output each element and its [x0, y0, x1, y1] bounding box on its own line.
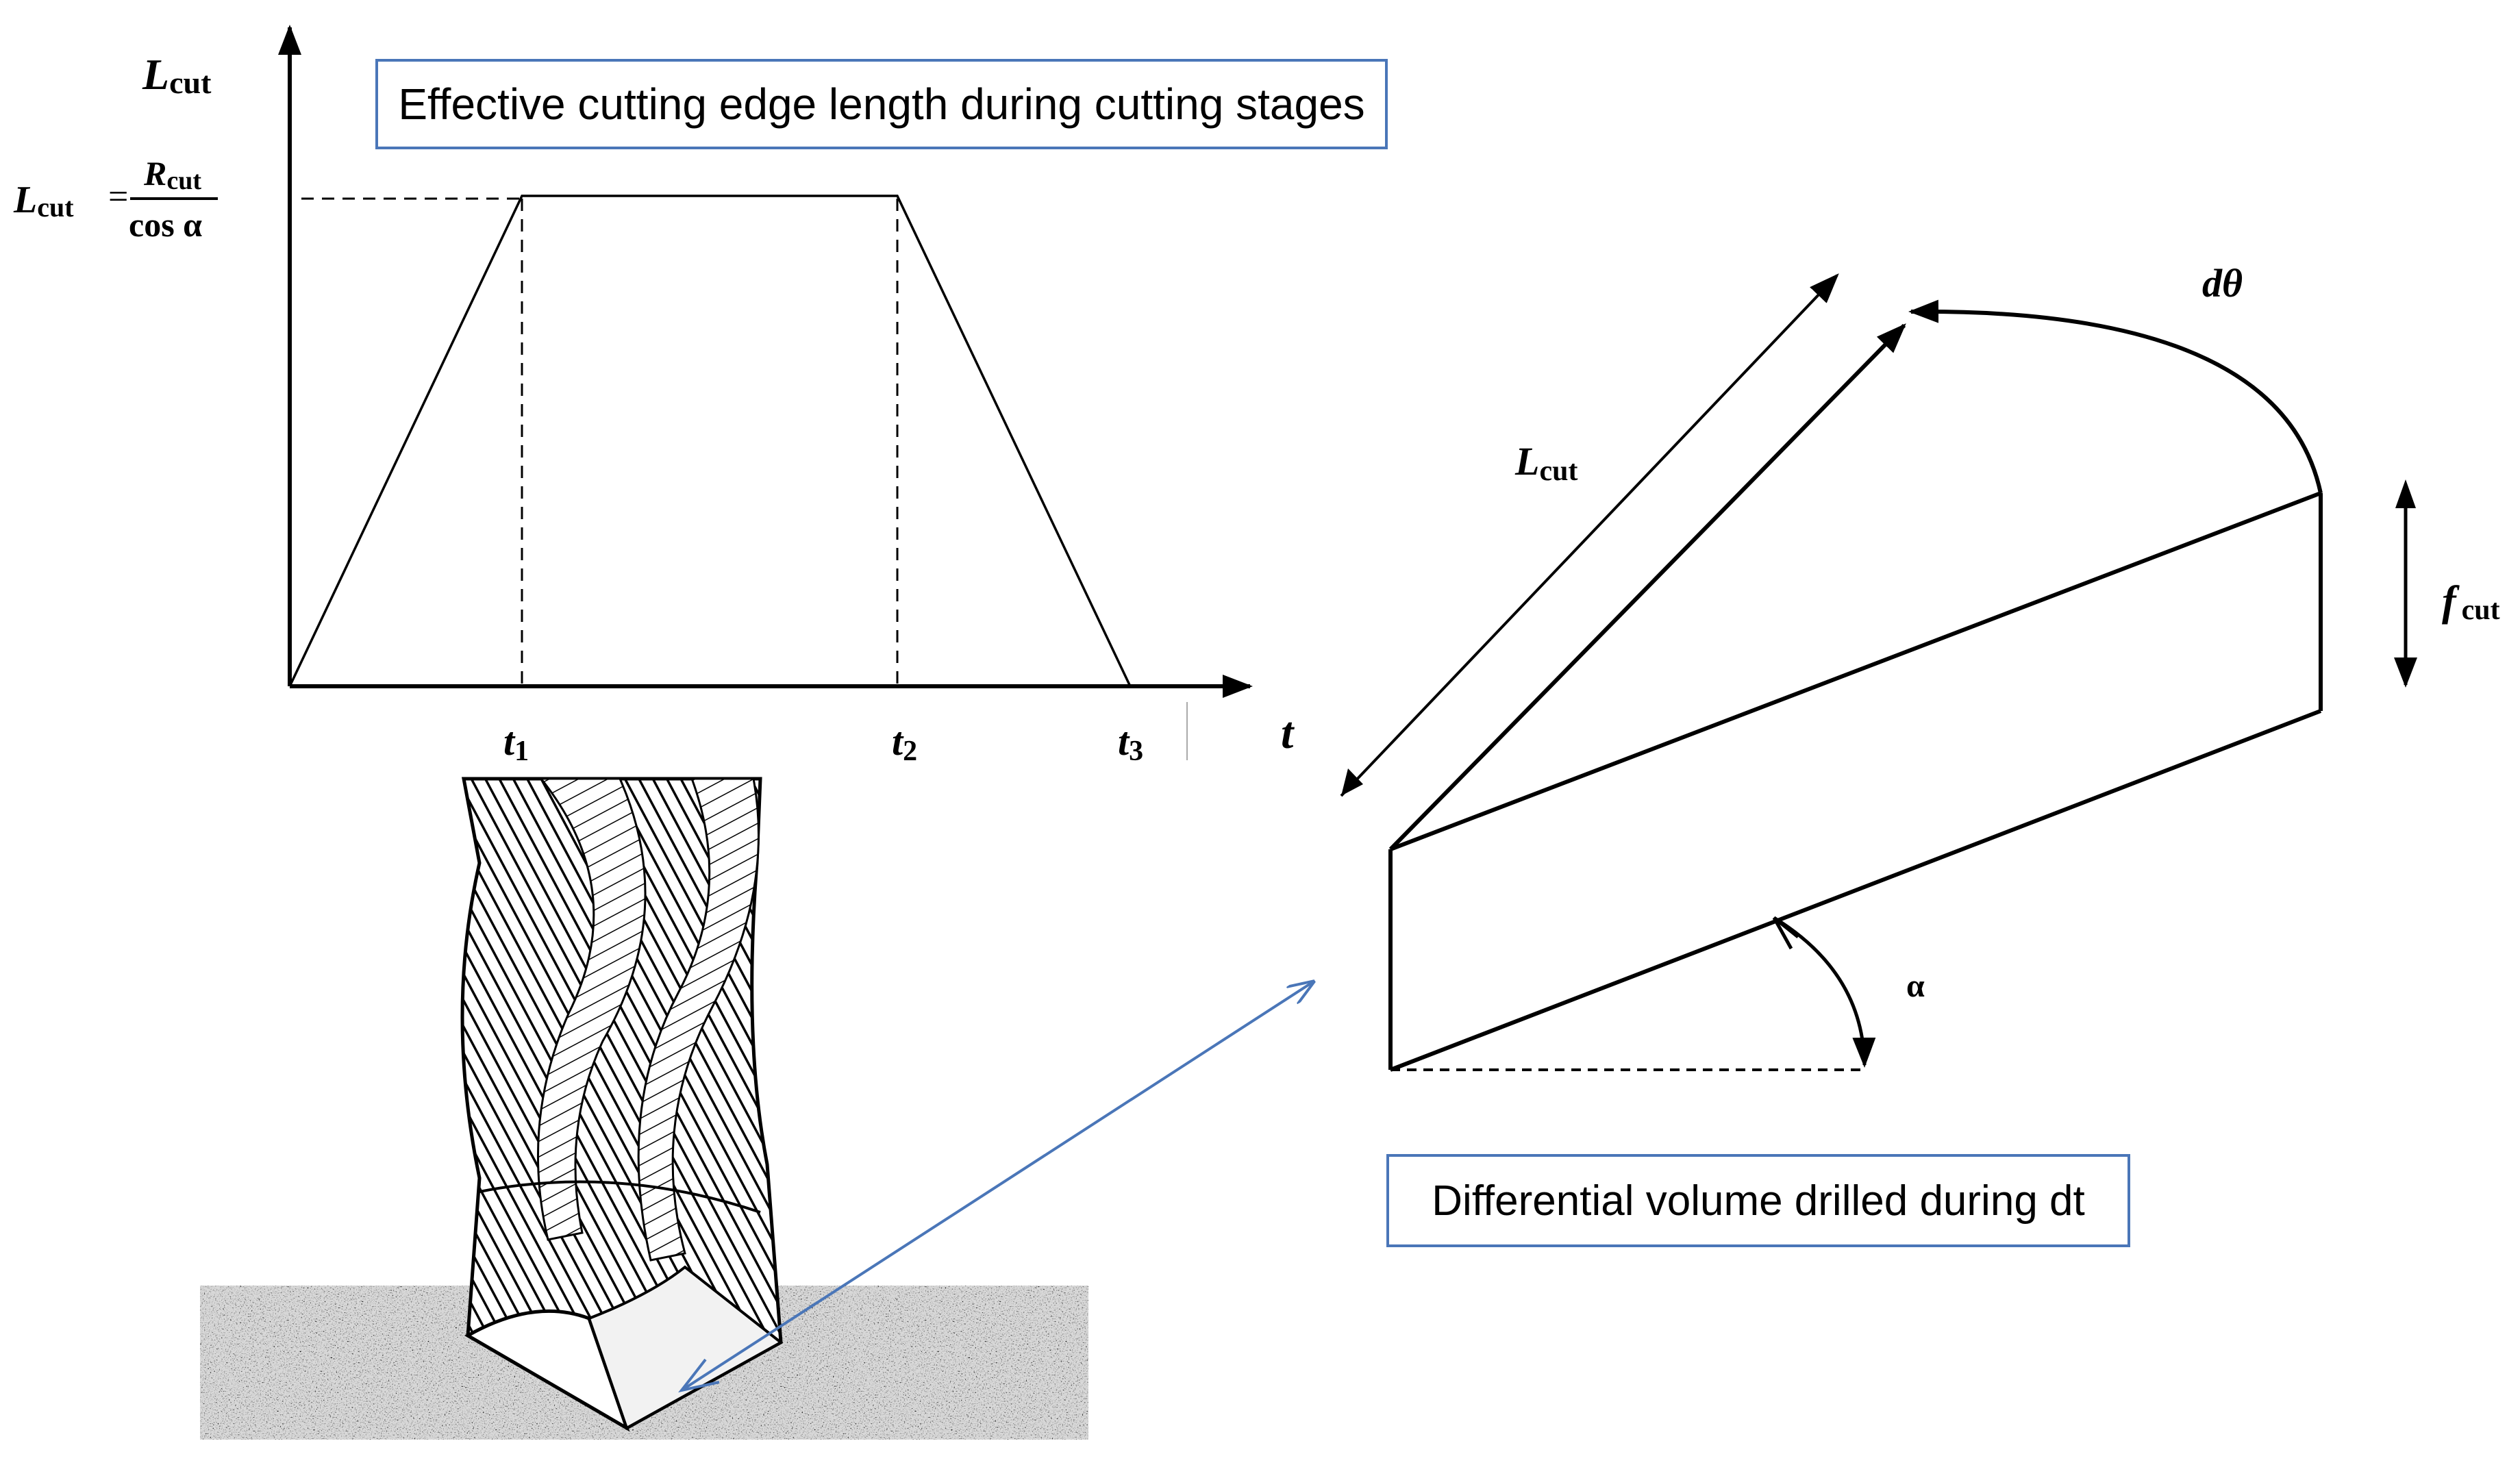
svg-text:=: =: [108, 177, 128, 216]
connector-arrow-head-start: [678, 1358, 720, 1393]
d-theta-arc: [1908, 299, 2323, 494]
plateau-formula: Lcut = Rcut cos α: [13, 154, 218, 244]
y-axis-label: Lcut: [142, 50, 212, 100]
svg-text:Rcut: Rcut: [143, 154, 201, 195]
graph-title: Effective cutting edge length during cut…: [398, 79, 1365, 129]
drill-margin-line: [479, 1180, 761, 1214]
alpha-arc-start-head: [1772, 916, 1799, 950]
wedge-radial-edge: [1388, 323, 1906, 851]
length-arrow-head-start: [1341, 768, 1363, 796]
drill-illustration: [200, 777, 1088, 1440]
alpha-angle-arc: [1773, 916, 1876, 1068]
drill-tip-edge: [587, 1265, 784, 1430]
wedge-title: Differential volume drilled during dt: [1432, 1177, 2085, 1225]
drill-flute-light: [536, 777, 647, 1241]
wedge-title-box: Differential volume drilled during dt: [1386, 1154, 2130, 1247]
x-axis-label: t: [1281, 708, 1295, 758]
cutting-length-graph: Lcut Lcut = Rcut cos α t1 t2 t3 t: [13, 25, 1295, 767]
tick-t1: t1: [503, 719, 529, 767]
length-label: Lcut: [1514, 439, 1577, 487]
cutting-length-curve: [288, 195, 1132, 687]
length-double-arrow: [1340, 273, 1839, 797]
drill-flute-light: [637, 777, 760, 1262]
graph-title-box: Effective cutting edge length during cut…: [375, 59, 1388, 149]
connector-arrow: [680, 981, 1314, 1392]
tick-t3: t3: [1118, 719, 1143, 767]
alpha-label: α: [1906, 968, 1925, 1004]
d-theta-label: dθ: [2202, 261, 2243, 305]
wedge-bottom-diagonal: [1389, 709, 2322, 1072]
svg-text:Lcut: Lcut: [13, 179, 74, 223]
feed-arrow-head-top: [2395, 479, 2416, 508]
wedge-top-diagonal: [1389, 491, 2322, 851]
svg-text:cos α: cos α: [129, 205, 202, 244]
tick-t2: t2: [892, 719, 917, 767]
